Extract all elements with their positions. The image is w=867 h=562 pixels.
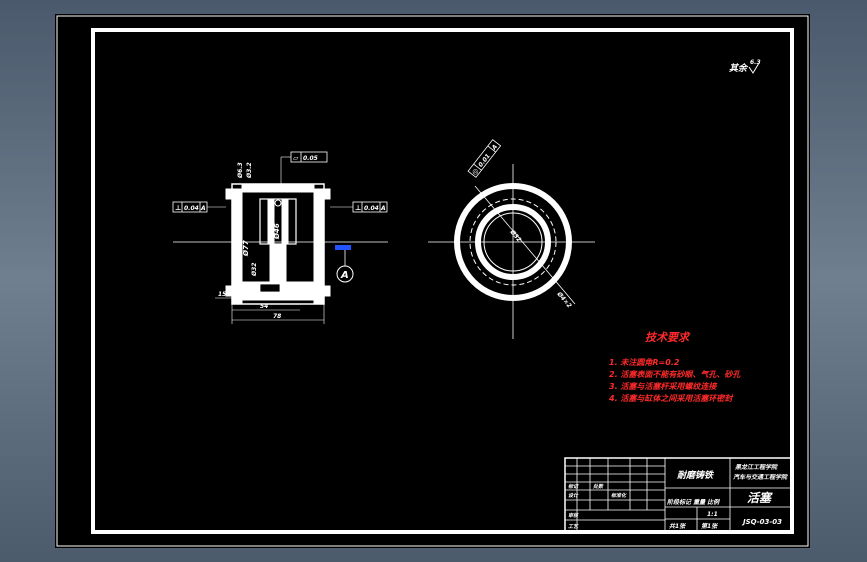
thread-hole — [259, 283, 281, 293]
ring-groove-right-bottom — [323, 285, 331, 297]
dim-side: 15 — [218, 291, 226, 298]
bore-circle — [483, 212, 543, 272]
pitch-circle — [469, 198, 557, 286]
oil-hole — [274, 199, 282, 207]
right-dim-diag: Ø32 — [508, 228, 523, 244]
inner-ring — [475, 204, 551, 280]
title-block — [564, 457, 793, 533]
top-wall — [241, 183, 315, 193]
tb-process: 工艺 — [568, 523, 579, 530]
dim-small-1: Ø6.3 — [237, 162, 244, 179]
dim-dia-center: Ø46 — [273, 223, 281, 240]
tb-mark: 标记 — [568, 483, 579, 490]
tb-count: 处数 — [592, 483, 604, 490]
left-section-view — [173, 183, 388, 324]
note-item-1: 1. 未注圆角R=0.2 — [609, 358, 680, 367]
dim-small-2: Ø3.2 — [246, 162, 253, 179]
engineering-drawing: 其余 6.3 Ø6.3 Ø3.2 Ø — [56, 15, 809, 547]
tb-sheet-a: 共1张 — [669, 522, 686, 530]
tb-mid-row: 阶段标记 重量 比例 — [667, 498, 720, 506]
tb-sheet-b: 第1张 — [701, 522, 718, 530]
tb-design: 设计 — [568, 492, 579, 499]
right-tol-value: 0.01 — [477, 153, 492, 169]
tb-scale: 1:1 — [707, 511, 718, 518]
bore-wall-right — [281, 198, 289, 245]
right-dim-outer: Ø4×2 — [555, 290, 573, 309]
roughness-label: 其余 — [729, 63, 749, 74]
ring-groove-left-bottom — [225, 285, 233, 297]
right-tol-datum: A — [490, 143, 499, 152]
inner-frame — [91, 28, 794, 534]
dim-bottom-1: 54 — [260, 303, 268, 310]
stem — [269, 243, 287, 285]
tol-frame-left: ⊥ 0.04 A — [172, 201, 226, 213]
tb-part-name: 活塞 — [747, 491, 773, 505]
outer-ring — [454, 183, 572, 301]
drawing-canvas: 其余 6.3 Ø6.3 Ø3.2 Ø — [55, 14, 810, 548]
note-item-2: 2. 活塞表面不能有砂眼、气孔、砂孔 — [609, 370, 741, 379]
tol-frame-right: ⊥ 0.04 A — [330, 201, 388, 213]
tol-left-symbol: ⊥ — [175, 204, 181, 212]
note-item-4: 4. 活塞与缸体之间采用活塞环密封 — [608, 393, 734, 403]
tol-left-value: 0.04 — [184, 205, 199, 212]
tol-right-value: 0.04 — [364, 205, 379, 212]
outer-frame — [56, 15, 809, 547]
left-wall — [231, 188, 243, 305]
right-wall — [313, 188, 325, 305]
roughness-symbol-icon — [748, 62, 760, 74]
tol-right-datum: A — [380, 205, 386, 212]
dim-bottom-2: 78 — [273, 313, 281, 320]
technical-notes: 技术要求 1. 未注圆角R=0.2 2. 活塞表面不能有砂眼、气孔、砂孔 3. … — [608, 331, 741, 403]
tb-material: 耐磨铸铁 — [677, 470, 715, 481]
tb-standard: 标准化 — [611, 492, 627, 499]
tb-drawing-no: JSQ-03-03 — [741, 518, 782, 526]
right-tol-symbol: ◎ — [470, 167, 480, 177]
roughness-value: 6.3 — [750, 59, 761, 66]
tol-right-symbol: ⊥ — [355, 204, 361, 212]
title-block-texts: 标记 处数 设计 标准化 审核 工艺 耐磨铸铁 黑龙江工程学院 汽车与交通工程学… — [568, 463, 788, 530]
tb-school-1: 黑龙江工程学院 — [735, 463, 778, 471]
tol-left-datum: A — [200, 205, 206, 212]
note-item-3: 3. 活塞与活塞杆采用螺纹连接 — [609, 382, 718, 391]
dim-dia-left: Ø77 — [242, 240, 250, 257]
tol-top-symbol: ▱ — [293, 154, 299, 162]
dim-dia-inner: Ø32 — [251, 263, 258, 277]
ring-groove-right-top — [323, 188, 331, 200]
datum-highlight — [335, 245, 351, 250]
left-view-dimension-texts: Ø6.3 Ø3.2 Ø77 Ø46 Ø32 54 78 15 — [218, 162, 281, 320]
tol-frame-top: ▱ 0.05 — [280, 151, 328, 184]
ring-groove-left-top — [225, 188, 233, 200]
diag-dimension-line — [474, 185, 576, 305]
tol-top-value: 0.05 — [303, 155, 318, 162]
datum-label: A — [340, 270, 349, 281]
tb-check: 审核 — [568, 512, 579, 519]
datum-a-symbol: A — [335, 245, 354, 283]
tb-school-2: 汽车与交通工程学院 — [733, 473, 788, 481]
notes-title: 技术要求 — [645, 331, 691, 344]
right-circular-view — [428, 164, 595, 339]
roughness-mark: 其余 6.3 — [729, 59, 761, 74]
